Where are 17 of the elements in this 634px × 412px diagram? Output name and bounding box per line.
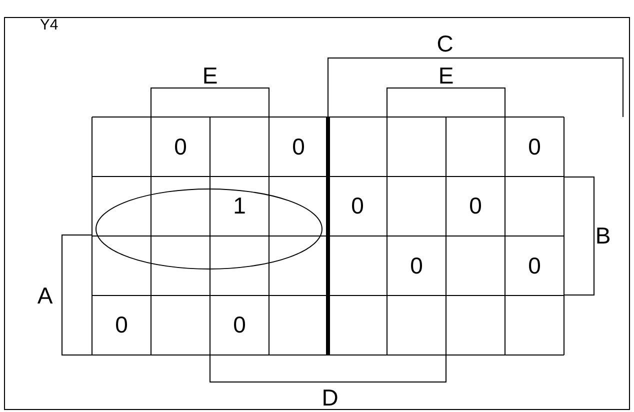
variable-label: E — [202, 64, 218, 88]
cell-value: 1 — [233, 194, 246, 218]
map-name: Y4 — [40, 18, 58, 32]
variable-label: C — [436, 32, 454, 56]
cell-value: 0 — [174, 135, 187, 158]
cell-value: 0 — [528, 135, 541, 158]
cell-value: 0 — [292, 135, 305, 158]
cell-value: 0 — [410, 254, 423, 278]
variable-label: B — [595, 224, 611, 248]
cell-value: 0 — [233, 314, 246, 337]
variable-label: A — [37, 284, 53, 308]
cell-value: 0 — [469, 194, 482, 218]
cell-value: 0 — [351, 194, 364, 218]
variable-label: D — [322, 386, 338, 410]
cell-value: 0 — [528, 254, 541, 278]
cell-value: 0 — [115, 314, 128, 337]
variable-label: E — [438, 64, 454, 88]
